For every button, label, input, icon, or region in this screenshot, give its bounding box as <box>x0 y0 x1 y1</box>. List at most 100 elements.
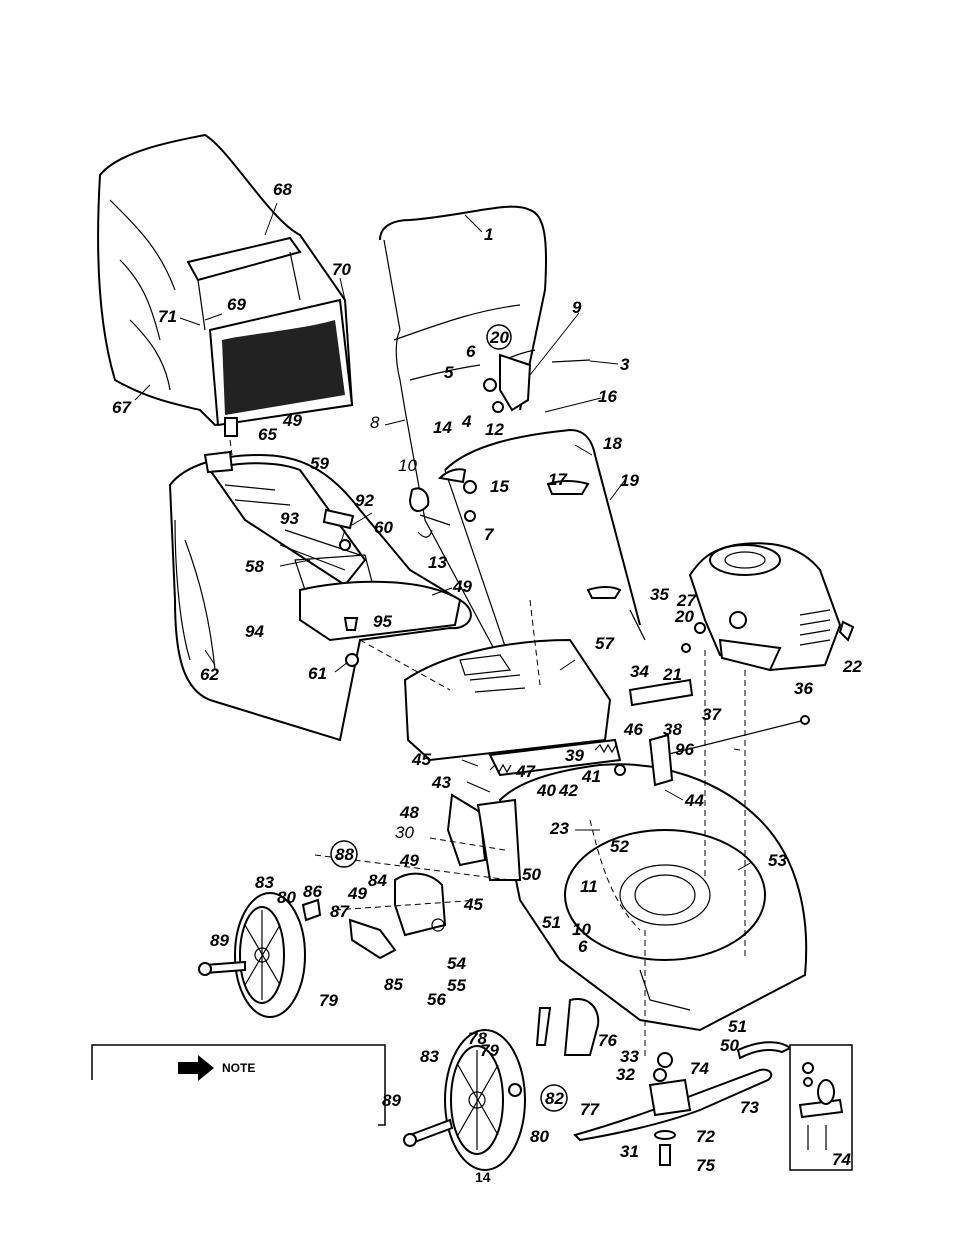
callout-55: 55 <box>447 976 466 995</box>
engine <box>682 543 853 670</box>
callout-17: 17 <box>548 470 568 489</box>
callout-42: 42 <box>558 781 578 800</box>
callout-13: 13 <box>428 553 447 572</box>
callout-59: 59 <box>310 454 329 473</box>
callout-12: 12 <box>485 420 504 439</box>
callout-95: 95 <box>373 612 392 631</box>
callout-50b: 50 <box>720 1036 739 1055</box>
callout-53: 53 <box>768 851 787 870</box>
callout-88: 88 <box>335 845 354 864</box>
callout-84: 84 <box>368 871 387 890</box>
page-number: 14 <box>475 1169 491 1185</box>
callout-94: 94 <box>245 622 264 641</box>
callout-51a: 51 <box>542 913 561 932</box>
callout-89a: 89 <box>210 931 229 950</box>
callout-36: 36 <box>794 679 813 698</box>
callout-62: 62 <box>200 665 219 684</box>
callout-54: 54 <box>447 954 466 973</box>
callout-16: 16 <box>598 387 617 406</box>
detail-label: 74 <box>832 1150 851 1169</box>
callout-20b: 20 <box>674 607 694 626</box>
callout-60: 60 <box>374 518 393 537</box>
callout-41: 41 <box>581 767 601 786</box>
callout-34: 34 <box>630 662 649 681</box>
callout-77: 77 <box>580 1100 600 1119</box>
callout-93: 93 <box>280 509 299 528</box>
callout-72: 72 <box>696 1127 715 1146</box>
callout-19: 19 <box>620 471 639 490</box>
callout-1: 1 <box>484 225 493 244</box>
callout-40: 40 <box>536 781 556 800</box>
callout-57: 57 <box>595 634 615 653</box>
callout-96: 96 <box>675 740 694 759</box>
callout-6b: 6 <box>578 937 588 956</box>
callout-49b: 49 <box>452 577 472 596</box>
callout-3: 3 <box>620 355 630 374</box>
callout-43: 43 <box>431 773 451 792</box>
callout-8: 8 <box>370 413 380 432</box>
callout-49d: 49 <box>347 884 367 903</box>
callout-7: 7 <box>484 525 495 544</box>
callout-85: 85 <box>384 975 403 994</box>
note-box: NOTE <box>92 1045 385 1125</box>
callout-31: 31 <box>620 1142 639 1161</box>
callout-80a: 80 <box>277 888 296 907</box>
rear-wheel <box>199 893 305 1017</box>
callout-58: 58 <box>245 557 264 576</box>
callout-79b: 79 <box>480 1041 499 1060</box>
callout-4: 4 <box>461 412 472 431</box>
callout-18: 18 <box>603 434 622 453</box>
callout-45a: 45 <box>411 750 431 769</box>
callout-65: 65 <box>258 425 277 444</box>
callout-38: 38 <box>663 720 682 739</box>
callout-5: 5 <box>444 363 454 382</box>
callout-20a: 20 <box>489 328 509 347</box>
detail-inset: 74 <box>790 1045 852 1170</box>
callout-51b: 51 <box>728 1017 747 1036</box>
callout-79a: 79 <box>319 991 338 1010</box>
callout-23: 23 <box>549 819 569 838</box>
callout-69: 69 <box>227 295 246 314</box>
callout-71: 71 <box>158 307 177 326</box>
callout-70: 70 <box>332 260 351 279</box>
callout-33: 33 <box>620 1047 639 1066</box>
callout-14: 14 <box>433 418 452 437</box>
note-label: NOTE <box>222 1061 255 1075</box>
callout-48: 48 <box>399 803 419 822</box>
grass-bag <box>98 135 352 436</box>
callout-67: 67 <box>112 398 132 417</box>
callout-9: 9 <box>572 298 582 317</box>
callout-76: 76 <box>598 1031 617 1050</box>
callout-45b: 45 <box>463 895 483 914</box>
callout-61: 61 <box>308 664 327 683</box>
callout-52: 52 <box>610 837 629 856</box>
callout-80b: 80 <box>530 1127 549 1146</box>
callout-32: 32 <box>616 1065 635 1084</box>
callout-75: 75 <box>696 1156 715 1175</box>
callout-89b: 89 <box>382 1091 401 1110</box>
callout-74: 74 <box>690 1059 709 1078</box>
callout-49a: 49 <box>282 411 302 430</box>
callout-39: 39 <box>565 746 584 765</box>
callout-44: 44 <box>684 791 704 810</box>
callout-92: 92 <box>355 491 374 510</box>
callout-11: 11 <box>580 877 598 896</box>
callout-87: 87 <box>330 902 350 921</box>
callout-37: 37 <box>702 705 722 724</box>
callout-49c: 49 <box>399 851 419 870</box>
callout-73: 73 <box>740 1098 759 1117</box>
callout-83a: 83 <box>255 873 274 892</box>
callout-10a: 10 <box>398 456 417 475</box>
callout-83b: 83 <box>420 1047 439 1066</box>
arrow-right-icon <box>178 1055 214 1081</box>
callout-56: 56 <box>427 990 446 1009</box>
callout-21: 21 <box>662 665 682 684</box>
callout-15: 15 <box>490 477 509 496</box>
callout-47: 47 <box>515 762 536 781</box>
callout-30: 30 <box>395 823 414 842</box>
callout-68: 68 <box>273 180 292 199</box>
callout-46: 46 <box>623 720 643 739</box>
callout-50a: 50 <box>522 865 541 884</box>
callout-86: 86 <box>303 882 322 901</box>
